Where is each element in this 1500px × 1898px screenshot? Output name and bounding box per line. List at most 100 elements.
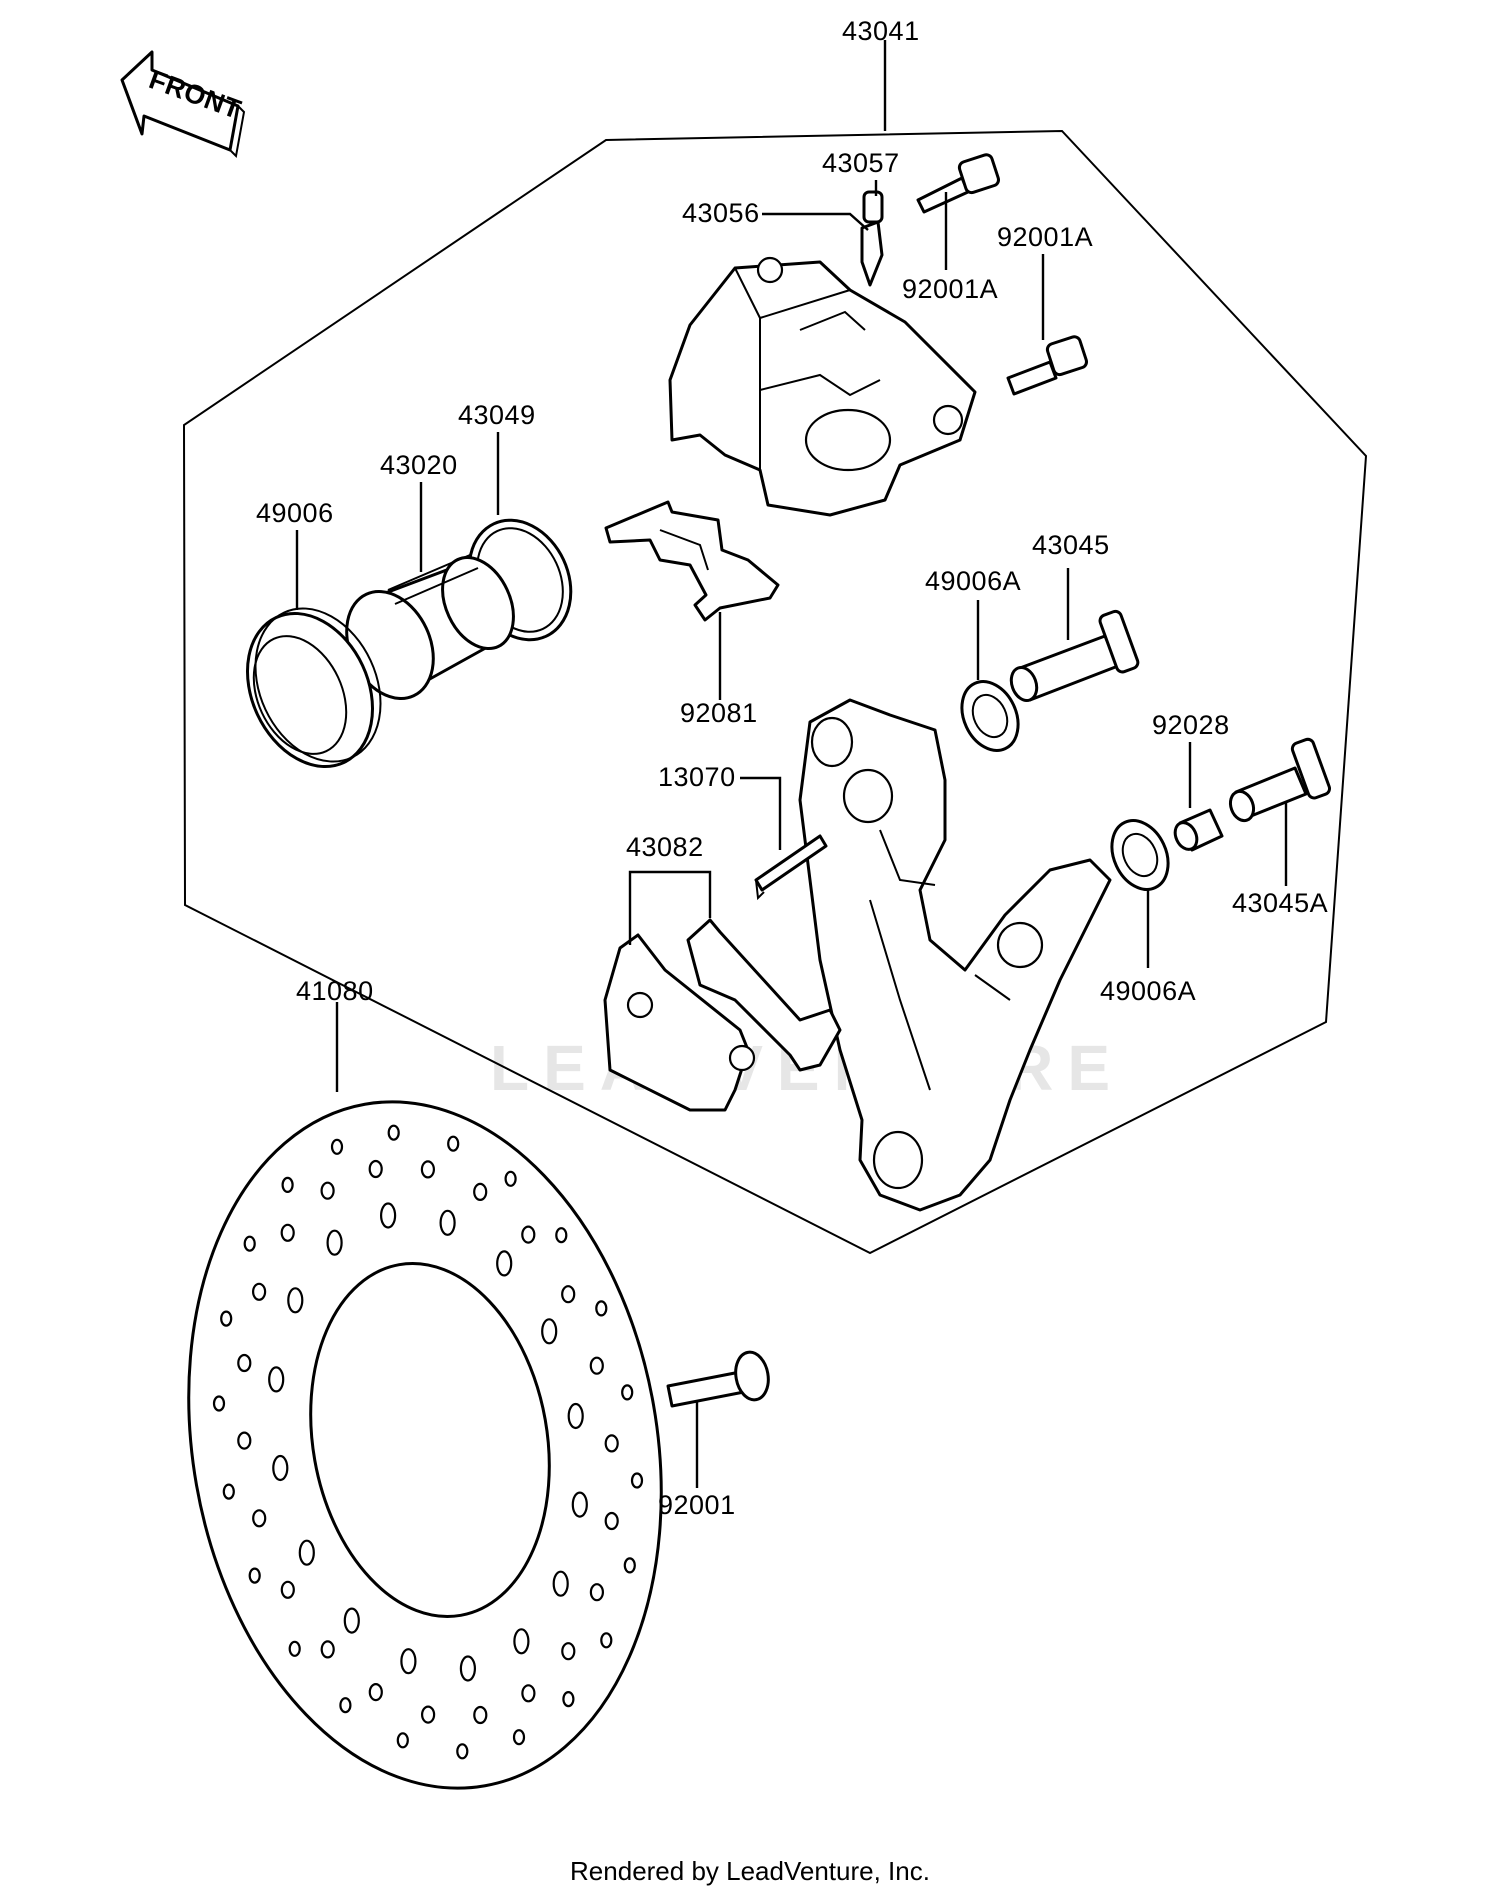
disc-hole: [567, 1402, 584, 1430]
disc-hole: [623, 1557, 636, 1574]
disc-hole: [248, 1567, 261, 1584]
disc-hole: [396, 1732, 409, 1749]
disc-hole: [589, 1583, 605, 1602]
disc-hole: [604, 1511, 619, 1531]
disc-hole: [595, 1300, 608, 1317]
disc-hole: [496, 1250, 513, 1277]
caliper-bolt-upper: [916, 153, 1001, 214]
disc-hole: [604, 1434, 619, 1453]
caliper-bolt-lower: [1006, 335, 1089, 396]
disc-hole: [562, 1690, 575, 1708]
disc-hole: [571, 1491, 588, 1518]
assembly-boundary: [182, 129, 1368, 1255]
part-number-49006a-lower: 49006A: [1100, 976, 1196, 1006]
brake-disc: [187, 1100, 663, 1790]
disc-hole: [541, 1318, 558, 1345]
disc-hole: [552, 1570, 569, 1597]
caliper-body: [668, 256, 977, 517]
disc-holes: [212, 1124, 644, 1760]
part-number-43045a: 43045A: [1232, 888, 1328, 918]
part-number-43056: 43056: [682, 198, 760, 228]
part-number-43045: 43045: [1032, 530, 1110, 560]
part-number-92001a-lower: 92001A: [997, 222, 1093, 252]
disc-hole: [456, 1743, 469, 1760]
disc-hole: [343, 1607, 360, 1634]
disc-hole: [387, 1124, 400, 1141]
part-number-13070: 13070: [658, 762, 736, 792]
disc-hole: [513, 1628, 530, 1655]
disc-hole: [504, 1170, 517, 1187]
part-labels: 43041 43057 43056 92001A 92001A 43049 43…: [256, 16, 1328, 1520]
disc-hole: [237, 1431, 252, 1450]
disc-hole: [252, 1282, 267, 1301]
part-number-49006a-upper: 49006A: [925, 566, 1021, 596]
disc-hole: [600, 1632, 613, 1649]
slide-pin-short: [1228, 737, 1332, 823]
disc-hole: [339, 1697, 352, 1714]
bleeder-valve: [860, 190, 884, 287]
disc-hole: [237, 1353, 252, 1373]
disc-hole: [521, 1684, 536, 1703]
disc-mounting-bolt: [666, 1350, 770, 1408]
disc-hole: [630, 1472, 644, 1489]
part-number-43057: 43057: [822, 148, 900, 178]
part-number-43041: 43041: [842, 16, 920, 46]
dust-seal: [246, 607, 382, 769]
part-number-92001: 92001: [658, 1490, 736, 1520]
disc-hole: [368, 1159, 383, 1179]
part-number-43049: 43049: [458, 400, 536, 430]
part-number-43082: 43082: [626, 832, 704, 862]
disc-hole: [243, 1235, 256, 1252]
disc-hole: [380, 1202, 397, 1229]
disc-hole: [561, 1285, 576, 1304]
disc-hole: [420, 1160, 435, 1179]
slide-pin: [1009, 609, 1140, 702]
piston: [345, 554, 515, 700]
disc-hole: [473, 1182, 488, 1202]
disc-hole: [268, 1366, 285, 1393]
disc-hole: [421, 1705, 436, 1724]
disc-hole: [326, 1229, 343, 1256]
disc-hole: [287, 1287, 304, 1314]
disc-hole: [280, 1223, 295, 1242]
part-number-92081: 92081: [680, 698, 758, 728]
front-arrow-icon: FRONT: [120, 50, 245, 159]
disc-hole: [222, 1483, 235, 1500]
disc-hole: [281, 1176, 294, 1194]
brake-pad-set: [603, 918, 842, 1112]
disc-hole: [447, 1135, 460, 1152]
disc-hole: [621, 1384, 634, 1401]
disc-hole: [459, 1655, 476, 1682]
disc-hole: [298, 1539, 315, 1566]
part-number-41080: 41080: [296, 976, 374, 1006]
disc-hole: [330, 1138, 344, 1155]
disc-hole: [400, 1648, 417, 1675]
part-number-49006: 49006: [256, 498, 334, 528]
part-number-92028: 92028: [1152, 710, 1230, 740]
disc-hole: [220, 1310, 233, 1327]
disc-hole: [512, 1729, 526, 1746]
disc-hole: [252, 1509, 267, 1528]
disc-hole: [439, 1209, 456, 1236]
disc-hole: [561, 1642, 576, 1661]
disc-hole: [320, 1181, 335, 1200]
disc-hole: [288, 1640, 301, 1657]
pin-boot-lower: [1110, 819, 1170, 891]
disc-hole: [280, 1580, 295, 1599]
disc-hole: [272, 1454, 289, 1482]
footer-credit: Rendered by LeadVenture, Inc.: [570, 1856, 930, 1886]
disc-hole: [212, 1395, 226, 1412]
pin-sleeve: [1173, 808, 1224, 852]
leader-lines: [295, 40, 1288, 1488]
disc-hole: [320, 1640, 335, 1659]
disc-hole: [368, 1682, 383, 1702]
part-number-43020: 43020: [380, 450, 458, 480]
pad-spring: [604, 500, 780, 622]
caliper-bracket: [798, 698, 1112, 1212]
disc-hole: [521, 1225, 536, 1244]
disc-hole: [473, 1705, 488, 1725]
pad-shim: [754, 834, 828, 901]
disc-hole: [555, 1227, 568, 1244]
part-number-92001a-upper: 92001A: [902, 274, 998, 304]
